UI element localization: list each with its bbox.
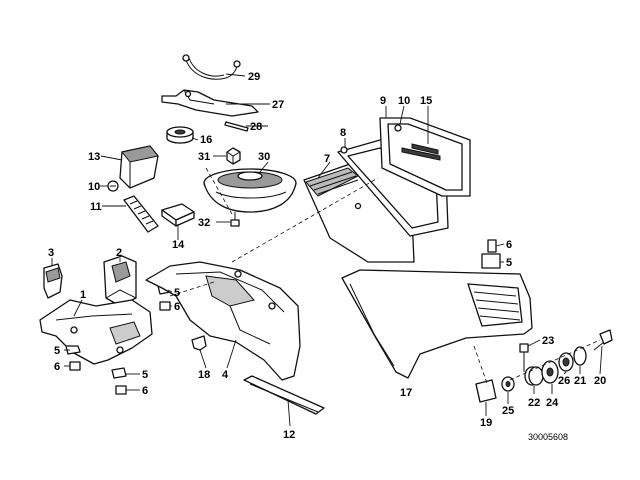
callout-13: 13 xyxy=(88,151,100,163)
strip-12 xyxy=(243,375,325,415)
pad-13 xyxy=(119,145,159,189)
fastener-5-6-right xyxy=(481,239,501,269)
leader-lines xyxy=(51,73,603,427)
assembly-lines xyxy=(169,167,601,387)
grommet-16 xyxy=(166,126,194,144)
callout-16: 16 xyxy=(200,134,212,146)
callout-30: 30 xyxy=(258,151,270,163)
washer-25 xyxy=(501,376,515,392)
grommet-24 xyxy=(541,360,559,384)
callout-14: 14 xyxy=(172,239,185,251)
callout-8: 8 xyxy=(340,127,346,139)
callout-3: 3 xyxy=(48,247,54,259)
clip-19 xyxy=(475,379,497,403)
callout-26: 26 xyxy=(558,375,570,387)
callout-5-right: 5 xyxy=(506,257,512,269)
bolt-23 xyxy=(519,343,529,372)
callout-6-center: 6 xyxy=(142,385,148,397)
cover-9 xyxy=(379,117,471,197)
housing-2 xyxy=(103,255,137,307)
callout-4: 4 xyxy=(222,369,229,381)
callout-20: 20 xyxy=(594,375,606,387)
callout-5-left: 5 xyxy=(54,345,60,357)
nut-31 xyxy=(226,147,241,165)
callout-6-left: 6 xyxy=(54,361,60,373)
callout-18: 18 xyxy=(198,369,210,381)
clip-14 xyxy=(161,203,195,227)
callout-6-right: 6 xyxy=(506,239,512,251)
label-15 xyxy=(411,143,439,155)
callout-5-center: 5 xyxy=(142,369,148,381)
bolt-20 xyxy=(593,329,613,351)
callout-32: 32 xyxy=(198,217,210,229)
drawing-reference-number: 30005608 xyxy=(528,432,568,442)
trim-4 xyxy=(145,261,301,381)
callout-17: 17 xyxy=(400,387,412,399)
callout-25: 25 xyxy=(502,405,514,417)
callout-7: 7 xyxy=(324,153,330,165)
callout-1: 1 xyxy=(80,289,86,301)
screw-32 xyxy=(230,212,240,227)
callout-9: 9 xyxy=(380,95,386,107)
callout-31: 31 xyxy=(198,151,210,163)
fastener-5-6-left xyxy=(65,345,81,371)
callout-28: 28 xyxy=(250,121,262,133)
callout-22: 22 xyxy=(528,397,540,409)
callout-labels: 29 27 28 16 13 10 11 14 31 30 32 7 8 9 1… xyxy=(48,71,606,441)
callout-15: 15 xyxy=(420,95,432,107)
screw-10-left xyxy=(107,180,119,192)
callout-2: 2 xyxy=(116,247,122,259)
callout-5-mid: 5 xyxy=(174,287,180,299)
clip-18 xyxy=(191,335,207,351)
callout-24: 24 xyxy=(546,397,559,409)
callout-6-mid: 6 xyxy=(174,301,180,313)
bracket-wire-29 xyxy=(182,54,241,80)
washer-21 xyxy=(573,346,587,366)
fastener-5-6-center xyxy=(111,367,127,395)
rod-28 xyxy=(224,121,249,132)
cap-3 xyxy=(43,263,63,299)
callout-10-left: 10 xyxy=(88,181,100,193)
spring-11 xyxy=(123,195,159,233)
callout-23: 23 xyxy=(542,335,554,347)
callout-12: 12 xyxy=(283,429,295,441)
housing-30 xyxy=(203,168,297,213)
callout-29: 29 xyxy=(248,71,260,83)
bracket-plate-27 xyxy=(161,89,259,117)
bushing-22 xyxy=(524,366,544,386)
callout-21: 21 xyxy=(574,375,586,387)
callout-11: 11 xyxy=(90,201,102,213)
callout-10-right: 10 xyxy=(398,95,410,107)
side-panel-17 xyxy=(341,269,533,379)
nut-26 xyxy=(558,352,574,372)
callout-19: 19 xyxy=(480,417,492,429)
callout-27: 27 xyxy=(272,99,284,111)
